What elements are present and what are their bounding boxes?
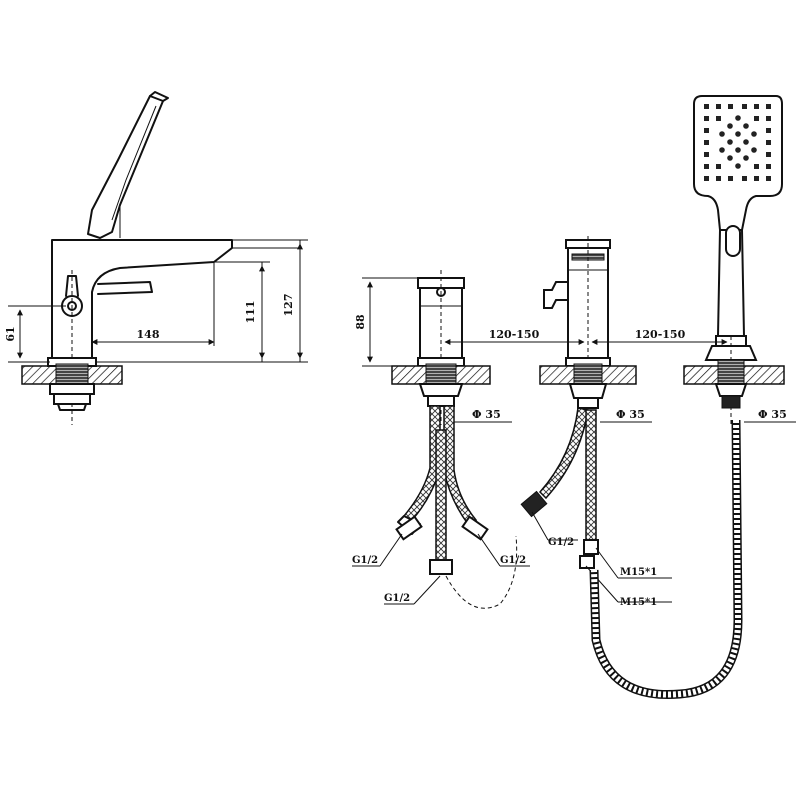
side-view: 127 111 148 61 [4,91,308,425]
dim-height-outer: 127 [282,294,295,317]
dim-length: 148 [137,328,160,341]
conn-m15-b: M15*1 [620,597,657,608]
conn-m15-a: M15*1 [620,567,657,578]
conn-diverter: G1/2 [548,537,574,548]
dim-spacing-right: 120-150 [635,328,686,341]
front-hand-shower: Φ 35 [589,95,796,700]
dim-mixer-height: 88 [354,314,367,330]
conn-left-c: G1/2 [384,593,410,604]
diverter-nut [520,490,548,518]
conn-left-b: G1/2 [500,555,526,566]
hand-shower-side [87,95,164,239]
dim-spacing-left: 120-150 [489,328,540,341]
dia-right: Φ 35 [758,408,787,421]
dim-handle-height: 61 [4,326,17,341]
shower-hose [589,419,743,700]
dim-height-inner: 111 [244,301,257,324]
dia-middle: Φ 35 [616,408,645,421]
dia-left: Φ 35 [472,408,501,421]
spacing-dimensions: 120-150 120-150 [444,328,728,345]
front-mixer: 88 Φ 35 G1/2 G1/2 G1/2 [352,270,530,609]
hand-shower-head [693,95,783,231]
front-diverter: Φ 35 G1/2 M15*1 M15*1 [520,236,672,608]
conn-left-a: G1/2 [352,555,378,566]
mixer-body-side [51,239,233,359]
spray-nozzles [704,104,771,181]
